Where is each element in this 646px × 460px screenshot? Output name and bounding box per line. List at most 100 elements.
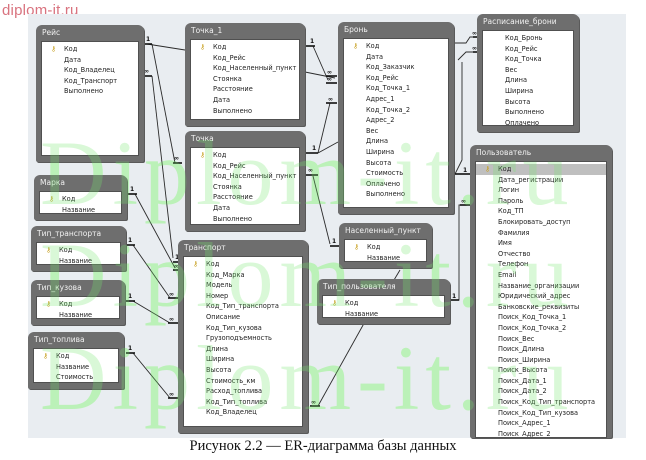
field-row[interactable]: Модель [184,280,302,291]
field-row[interactable]: Высота [344,158,448,169]
field-row[interactable]: Название [345,253,426,261]
field-row[interactable]: ⚷Код [37,299,119,310]
field-row[interactable]: Расход_топлива [184,386,302,397]
field-row[interactable]: Название [37,310,119,318]
field-row[interactable]: Код_Рейс [344,73,448,84]
field-row[interactable]: Длина [184,344,302,355]
field-row[interactable]: Адрес_1 [344,94,448,105]
field-row[interactable]: Название [34,362,118,373]
field-row[interactable]: ⚷Код [344,41,448,52]
field-row[interactable]: Ширина [344,147,448,158]
field-row[interactable]: Дата_регистрации [476,175,606,186]
field-row[interactable]: Название [37,256,120,264]
field-row[interactable]: Ширина [483,86,573,97]
field-row[interactable]: Расстояние [191,192,299,203]
field-row[interactable]: Банковские_реквизиты [476,302,606,313]
field-row[interactable]: ⚷Код [476,164,606,175]
field-row[interactable]: Телефон [476,259,606,270]
field-row[interactable]: Код_Рейс [191,53,299,64]
field-row[interactable]: Дата [344,52,448,63]
field-row[interactable]: Выполнено [344,189,448,200]
field-row[interactable]: Грузоподъемность [184,333,302,344]
field-row[interactable]: ⚷Код [34,351,118,362]
field-row[interactable]: Адрес_2 [344,115,448,126]
field-row[interactable]: Блокировать_доступ [476,217,606,228]
field-row[interactable]: Номер [184,291,302,302]
field-row[interactable]: Код_Заказчик [344,62,448,73]
field-row[interactable]: Код_Транспорт [42,76,138,87]
field-row[interactable]: Код_Владелец [42,65,138,76]
field-row[interactable]: Выполнено [42,86,138,97]
field-row[interactable]: Поиск_Код_Точка_1 [476,312,606,323]
field-row[interactable]: Код_Рейс [483,44,573,55]
field-row[interactable]: Выполнено [191,214,299,224]
field-row[interactable]: Стоимость_км [184,376,302,387]
field-row[interactable]: Стоянка [191,74,299,85]
field-row[interactable]: Поиск_Длина [476,344,606,355]
field-row[interactable]: Поиск_Ширина [476,355,606,366]
field-row[interactable]: Высота [184,365,302,376]
field-row[interactable]: Поиск_Код_Точка_2 [476,323,606,334]
field-row[interactable]: Название_организации [476,281,606,292]
field-row[interactable]: Имя [476,238,606,249]
field-row[interactable]: Стоимость [34,372,118,382]
field-row[interactable]: Длина [483,75,573,86]
field-row[interactable]: Поиск_Адрес_2 [476,429,606,437]
field-row[interactable]: Стоянка [191,182,299,193]
field-row[interactable]: Поиск_Вес [476,334,606,345]
field-row[interactable]: Поиск_Код_Тип_кузова [476,408,606,419]
field-row[interactable]: Вес [483,65,573,76]
field-row[interactable]: Вес [344,126,448,137]
field-row[interactable]: ⚷Код [184,259,302,270]
field-row[interactable]: Код_Населенный_пункт [191,171,299,182]
field-row[interactable]: Код_Владелец [184,407,302,418]
field-row[interactable]: Дата [191,203,299,214]
field-row[interactable]: Код_ТП [476,206,606,217]
field-row[interactable]: Оплачено [483,118,573,125]
field-row[interactable]: Дата [42,55,138,66]
field-row[interactable]: Расстояние [191,84,299,95]
field-row[interactable]: Название [40,205,121,213]
field-row[interactable]: Оплачено [344,179,448,190]
field-row[interactable]: ⚷Код [323,298,444,309]
field-row[interactable]: Код_Точка_1 [344,83,448,94]
field-row[interactable]: Код_Точка_2 [344,105,448,116]
field-row[interactable]: Длина [344,136,448,147]
field-row[interactable]: Код_Рейс [191,161,299,172]
field-row[interactable]: ⚷Код [345,242,426,253]
field-row[interactable]: Дата [191,95,299,106]
field-row[interactable]: Поиск_Высота [476,365,606,376]
field-row[interactable]: Выполнено [483,107,573,118]
field-row[interactable]: Код_Бронь [483,33,573,44]
field-row[interactable]: Код_Населенный_пункт [191,63,299,74]
field-row[interactable]: Поиск_Код_Тип_транспорта [476,397,606,408]
field-row[interactable]: Описание [184,312,302,323]
field-row[interactable]: Отчество [476,249,606,260]
field-row[interactable]: Пароль [476,196,606,207]
field-row[interactable]: ⚷Код [42,44,138,55]
field-row[interactable]: Фамилия [476,228,606,239]
field-row[interactable]: ⚷Код [37,245,120,256]
field-row[interactable]: Логин [476,185,606,196]
field-row[interactable]: ⚷Код [191,42,299,53]
field-row[interactable]: Ширина [184,354,302,365]
field-row[interactable]: Выполнено [191,106,299,117]
field-row[interactable]: ⚷Код [191,150,299,161]
field-row[interactable]: Код_Тип_топлива [184,397,302,408]
field-row[interactable]: Высота [483,97,573,108]
field-row[interactable]: Код_Марка [184,270,302,281]
field-row[interactable]: Поиск_Дата_2 [476,386,606,397]
field-row[interactable]: Email [476,270,606,281]
field-row[interactable]: Код_Точка [483,54,573,65]
